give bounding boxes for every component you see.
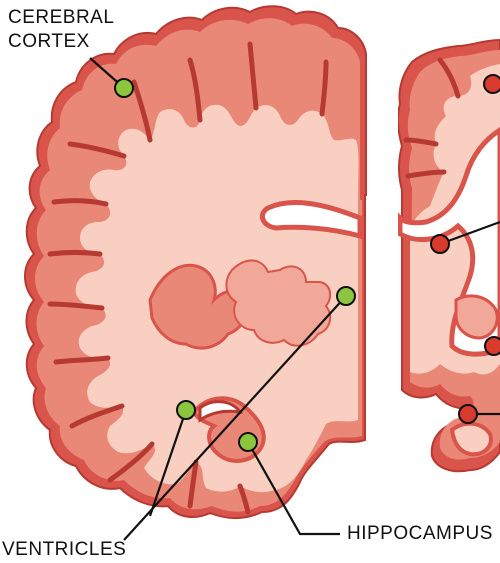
label-cerebral-cortex-line1: CEREBRAL: [8, 6, 114, 30]
marker-ventricle-upper: [337, 287, 355, 305]
label-cerebral-cortex-line2: CORTEX: [8, 30, 114, 54]
healthy-brain-section: [25, 6, 366, 518]
marker-right-cortex: [484, 75, 500, 93]
label-ventricles: VENTRICLES: [2, 538, 126, 562]
affected-hippocampus-region: [456, 296, 497, 338]
label-hippocampus: HIPPOCAMPUS: [347, 522, 493, 546]
marker-hippocampus: [239, 433, 257, 451]
affected-brain-section: [398, 40, 500, 471]
marker-right-ventricle: [431, 235, 449, 253]
marker-right-mid: [485, 337, 500, 355]
marker-ventricle-lower: [177, 401, 195, 419]
marker-cerebral-cortex: [115, 79, 133, 97]
label-cerebral-cortex: CEREBRAL CORTEX: [8, 6, 114, 54]
panel-gap: [368, 0, 398, 563]
marker-right-hippocampus: [459, 405, 477, 423]
